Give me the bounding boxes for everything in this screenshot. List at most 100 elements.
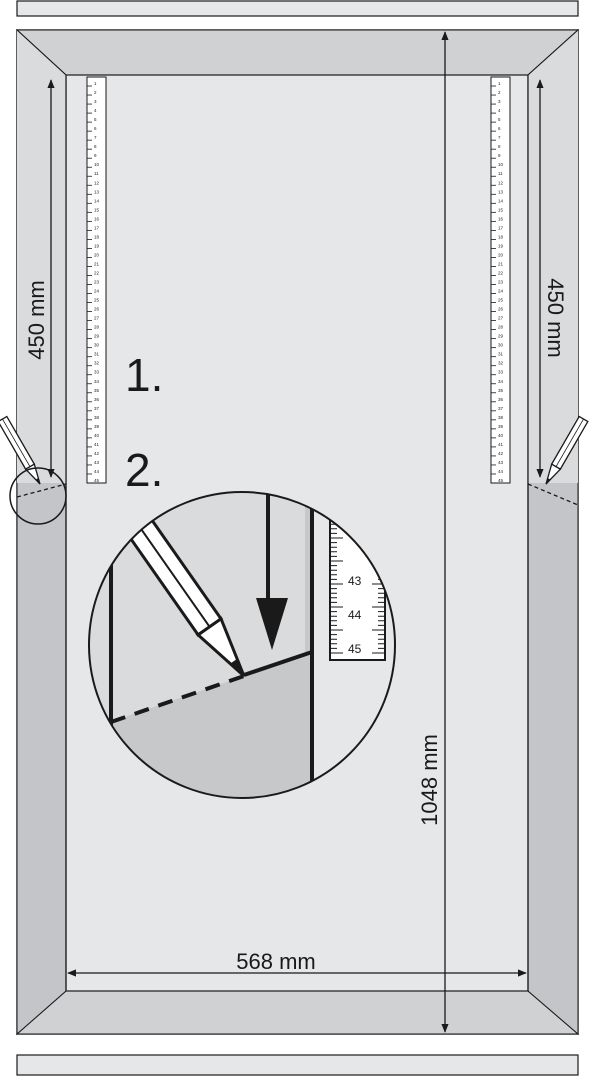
detail-ruler-label: 44 [348,608,362,622]
ruler-tick-label: 41 [94,442,100,447]
ruler-tick-label: 16 [94,216,100,221]
ruler-tick-label: 10 [94,162,100,167]
step-1-label: 1. [125,349,163,401]
bottom-plinth [16,1054,579,1076]
ruler-tick-label: 40 [498,433,504,438]
ruler-tick-label: 27 [498,316,504,321]
ruler-tick-label: 20 [94,252,100,257]
dimension-total-height-label: 1048 mm [417,734,442,826]
ruler-tick-label: 45 [94,478,100,483]
ruler-tick-label: 39 [498,424,504,429]
ruler-tick-label: 24 [498,289,504,294]
ruler-tick-label: 24 [94,289,100,294]
ruler-tick-label: 25 [94,298,100,303]
ruler-tick-label: 18 [498,234,504,239]
ruler-tick-label: 27 [94,316,100,321]
ruler-tick-label: 32 [94,361,100,366]
ruler-tick-label: 14 [94,198,100,203]
ruler-tick-label: 28 [94,325,100,330]
ruler-tick-label: 5 [94,117,97,122]
ruler-tick-label: 12 [94,180,100,185]
ruler-tick-label: 22 [498,270,504,275]
step-2-label: 2. [125,444,163,496]
pencil-icon [545,415,589,485]
dimension-total-height: 1048 mm [417,31,449,1033]
ruler-tick-label: 28 [498,325,504,330]
ruler-tick-label: 4 [94,108,97,113]
ruler-tick-label: 8 [498,144,501,149]
ruler-tick-label: 23 [498,280,504,285]
ruler-tick-label: 16 [498,216,504,221]
measuring-tape-left: 1234567891011121314151617181920212223242… [86,76,107,484]
ruler-tick-label: 6 [94,126,97,131]
ruler-tick-label: 6 [498,126,501,131]
ruler-tick-label: 38 [498,415,504,420]
ruler-tick-label: 33 [498,370,504,375]
ruler-tick-label: 39 [94,424,100,429]
ruler-tick-label: 30 [94,343,100,348]
ruler-tick-label: 8 [94,144,97,149]
ruler-tick-label: 37 [94,406,100,411]
ruler-tick-label: 2 [498,90,501,95]
ruler-tick-label: 36 [498,397,504,402]
marking-line-right [527,483,579,506]
ruler-tick-label: 30 [498,343,504,348]
magnifier-detail: 43 44 45 [88,491,396,799]
ruler-tick-label: 21 [94,261,100,266]
ruler-tick-label: 15 [94,207,100,212]
ruler-tick-label: 17 [94,225,100,230]
ruler-tick-label: 36 [94,397,100,402]
ruler-tick-label: 19 [498,243,504,248]
ruler-tick-label: 29 [94,334,100,339]
ruler-tick-label: 44 [94,469,100,474]
ruler-tick-label: 26 [94,307,100,312]
ruler-tick-label: 21 [498,261,504,266]
ruler-tick-label: 18 [94,234,100,239]
dimension-width-label: 568 mm [236,949,315,974]
ruler-tick-label: 10 [498,162,504,167]
ruler-tick-label: 7 [94,135,97,140]
ruler-tick-label: 31 [94,352,100,357]
detail-source-circle [9,467,67,525]
dimension-left: 450 mm [24,79,55,478]
ruler-tick-label: 9 [498,153,501,158]
ruler-tick-label: 25 [498,298,504,303]
ruler-tick-label: 26 [498,307,504,312]
ruler-tick-label: 37 [498,406,504,411]
ruler-tick-label: 40 [94,433,100,438]
ruler-tick-label: 11 [94,171,99,176]
ruler-tick-label: 45 [498,478,504,483]
ruler-tick-label: 17 [498,225,504,230]
ruler-tick-label: 38 [94,415,100,420]
ruler-tick-label: 43 [94,460,100,465]
ruler-tick-label: 23 [94,280,100,285]
dimension-right-label: 450 mm [543,278,568,357]
marking-line-left [16,483,67,498]
ruler-tick-label: 29 [498,334,504,339]
ruler-tick-label: 43 [498,460,504,465]
ruler-tick-label: 12 [498,180,504,185]
ruler-tick-label: 1 [498,81,501,86]
ruler-tick-label: 9 [94,153,97,158]
ruler-tick-label: 4 [498,108,501,113]
ruler-tick-label: 7 [498,135,501,140]
ruler-tick-label: 42 [94,451,100,456]
dimension-width: 568 mm [67,949,527,977]
ruler-tick-label: 35 [94,388,100,393]
dimension-right: 450 mm [536,79,568,478]
ruler-tick-label: 19 [94,243,100,248]
ruler-tick-label: 44 [498,469,504,474]
measuring-tape-right: 1234567891011121314151617181920212223242… [490,76,511,484]
ruler-tick-label: 3 [94,99,97,104]
ruler-tick-label: 14 [498,198,504,203]
ruler-tick-label: 3 [498,99,501,104]
ruler-tick-label: 1 [94,81,97,86]
top-shelf [16,0,579,17]
ruler-tick-label: 22 [94,270,100,275]
ruler-tick-label: 20 [498,252,504,257]
ruler-tick-label: 32 [498,361,504,366]
detail-ruler-label: 43 [348,574,362,588]
ruler-tick-label: 31 [498,352,504,357]
ruler-tick-label: 11 [498,171,503,176]
